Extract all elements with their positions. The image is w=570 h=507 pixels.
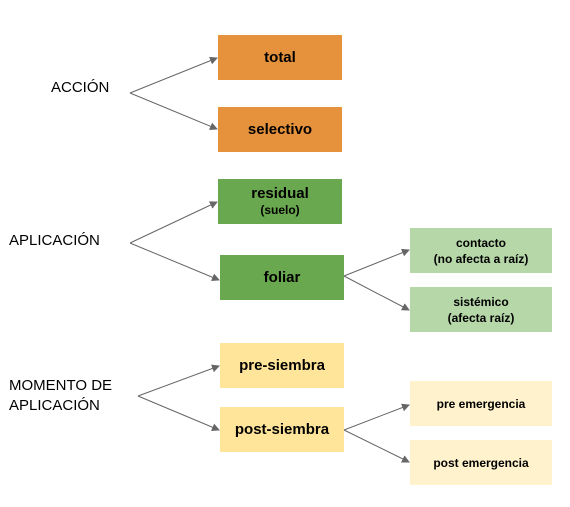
- box-residual-label: residual: [251, 185, 309, 202]
- box-contacto-sublabel: (no afecta a raíz): [433, 251, 529, 266]
- arrow-aplicacion-foliar: [129, 242, 220, 282]
- arrow-foliar-contacto: [343, 248, 410, 277]
- box-sistemico: sistémico (afecta raíz): [410, 287, 552, 332]
- arrow-aplicacion-residual: [129, 201, 218, 244]
- box-sistemico-label: sistémico: [453, 294, 509, 309]
- box-pre-emergencia-label: pre emergencia: [436, 396, 526, 411]
- box-selectivo-label: selectivo: [247, 120, 313, 138]
- category-momento-aplicacion: MOMENTO DE APLICACIÓN: [9, 377, 113, 414]
- arrow-momento-presiembra: [137, 364, 220, 397]
- box-post-emergencia-label: post emergencia: [433, 455, 529, 470]
- box-post-siembra-label: post-siembra: [234, 420, 330, 438]
- box-residual-sublabel: (suelo): [260, 203, 300, 217]
- box-post-siembra: post-siembra: [220, 407, 344, 452]
- box-contacto: contacto (no afecta a raíz): [410, 228, 552, 273]
- box-pre-siembra: pre-siembra: [220, 343, 344, 388]
- arrow-foliar-sistemico: [343, 275, 410, 311]
- arrow-postsiembra-preemergencia: [343, 403, 410, 431]
- category-accion: ACCIÓN: [51, 79, 110, 96]
- arrow-accion-total: [129, 56, 218, 94]
- box-total: total: [218, 35, 342, 80]
- arrow-momento-postsiembra: [137, 395, 220, 431]
- box-sistemico-sublabel: (afecta raíz): [447, 310, 515, 325]
- box-post-emergencia: post emergencia: [410, 440, 552, 485]
- box-foliar: foliar: [220, 255, 344, 300]
- box-pre-emergencia: pre emergencia: [410, 381, 552, 426]
- box-contacto-label: contacto: [455, 235, 506, 250]
- box-selectivo: selectivo: [218, 107, 342, 152]
- arrow-postsiembra-postemergencia: [343, 429, 410, 463]
- arrow-accion-selectivo: [129, 92, 218, 131]
- box-pre-siembra-label: pre-siembra: [239, 356, 325, 374]
- category-aplicacion: APLICACIÓN: [9, 232, 100, 249]
- box-total-label: total: [264, 48, 296, 66]
- box-residual: residual (suelo): [218, 179, 342, 224]
- box-foliar-label: foliar: [263, 268, 301, 286]
